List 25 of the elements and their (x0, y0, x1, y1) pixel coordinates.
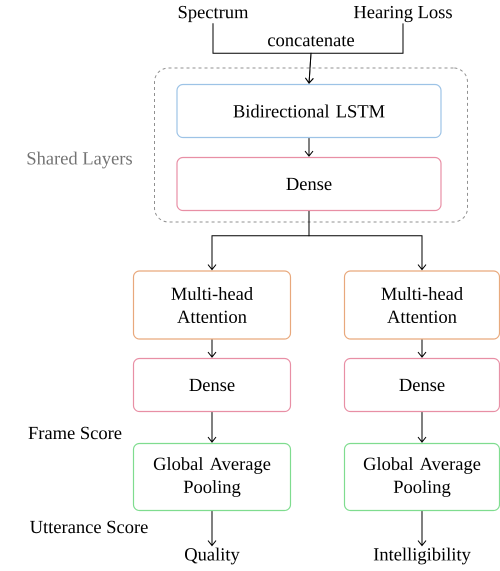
node-label: Shared Layers (28, 152, 132, 168)
attention-box: Multi-head Attention (344, 270, 500, 340)
dense-box: Dense (132, 358, 292, 412)
arrow (308, 210, 426, 270)
arrow (208, 412, 216, 443)
arrow (418, 510, 426, 546)
lstm-box: Bidirectional LSTM (176, 84, 442, 138)
pooling-box: Global Average Pooling (344, 442, 500, 512)
pooling-box: Global Average Pooling (132, 442, 292, 512)
arrow (418, 412, 426, 443)
score-label: Utterance Score (30, 520, 148, 534)
arrow (304, 22, 404, 84)
input-label: Spectrum (178, 6, 248, 22)
output-label: Quality (185, 548, 240, 564)
output-label: Intelligibility (374, 548, 471, 564)
dense-box: Dense (176, 156, 442, 212)
arrow (208, 510, 216, 546)
arrow (304, 138, 314, 157)
dense-box: Dense (344, 358, 500, 412)
arrow (418, 339, 426, 358)
edge-label: concatenate (266, 34, 356, 48)
arrow (208, 339, 216, 358)
input-label: Hearing Loss (354, 6, 452, 22)
attention-box: Multi-head Attention (132, 270, 292, 340)
score-label: Frame Score (28, 426, 122, 440)
